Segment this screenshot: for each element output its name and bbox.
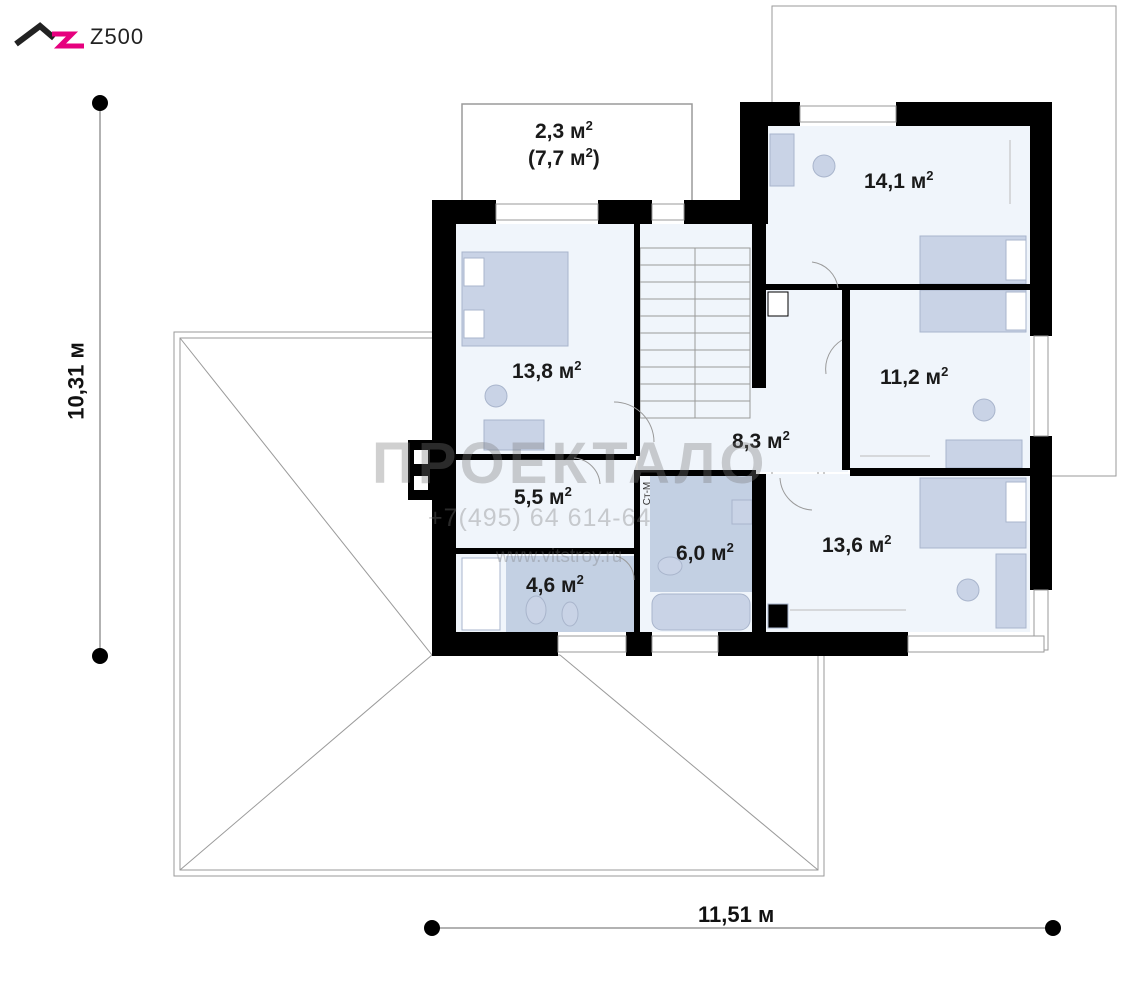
dimension-line-width <box>424 920 1061 936</box>
area-text: 5,5 м <box>514 486 565 509</box>
area-text: 13,8 м <box>512 360 575 383</box>
room-label-bedroom-nw: 13,8 м2 <box>512 358 582 383</box>
area-text: 8,3 м <box>732 430 783 453</box>
height-dimension-label: 10,31 м <box>63 342 89 420</box>
area-text: 11,2 м <box>880 366 942 389</box>
room-label-wc: 4,6 м2 <box>526 572 584 597</box>
width-dimension-label: 11,51 м <box>698 902 775 927</box>
area-text: 4,6 м <box>526 574 577 597</box>
room-label-hall: 8,3 м2 <box>732 428 790 453</box>
watermark-site: www.vitstroy.ru <box>496 546 623 567</box>
area-text: 2,3 м <box>535 120 586 143</box>
furniture <box>461 133 1027 631</box>
watermark-text: ПРОЕКТАЛО <box>372 431 769 496</box>
watermark-phone: +7(495) 64 614-64 <box>428 504 652 532</box>
area-text: 6,0 м <box>676 542 727 565</box>
wardrobe-hatching <box>790 140 1011 611</box>
exterior-walls <box>432 102 1052 656</box>
logo-text: Z500 <box>90 24 145 49</box>
area-text: 14,1 м <box>864 170 927 193</box>
room-label-bathroom: 6,0 м2 <box>676 540 734 565</box>
ventilation-shaft-icon <box>408 440 434 500</box>
alt-area-text: (7,7 м <box>528 147 586 171</box>
windows <box>495 105 1049 653</box>
room-label-bedroom-e: 11,2 м2 <box>880 364 949 389</box>
staircase <box>639 247 751 419</box>
alt-area-suffix: ) <box>592 147 600 171</box>
dimension-line-height <box>92 95 108 664</box>
balcony-floor <box>461 103 693 207</box>
room-label-bedroom-se: 13,6 м2 <box>822 532 892 557</box>
door-swings <box>573 261 843 581</box>
room-label-bedroom-ne: 14,1 м2 <box>864 168 934 193</box>
interior-walls <box>456 224 1030 632</box>
z500-logo-icon <box>14 22 84 49</box>
room-label-dressing: 5,5 м2 <box>514 484 572 509</box>
room-label-balcony: 2,3 м2 (7,7 м2) <box>528 118 600 171</box>
area-text: 13,6 м <box>822 534 885 557</box>
